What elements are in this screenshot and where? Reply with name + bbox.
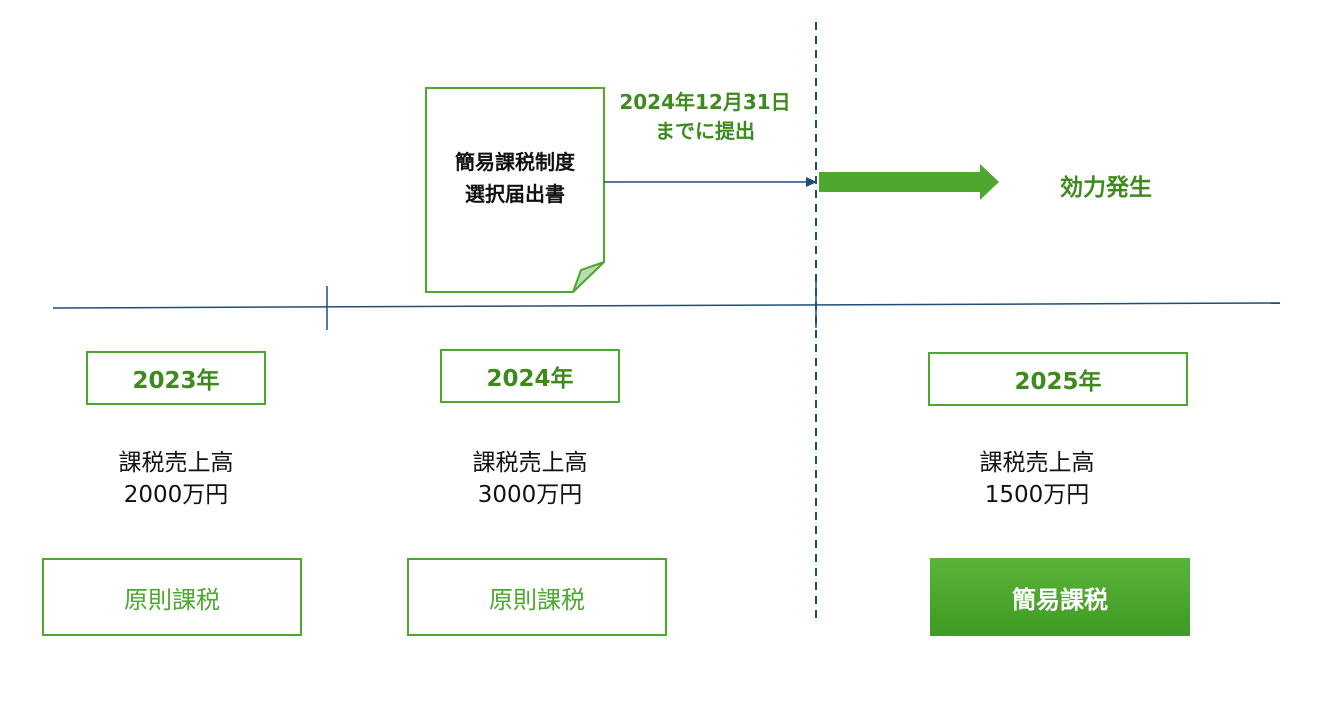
sales-value: 1500万円 xyxy=(984,482,1090,508)
sales-label: 課税売上高 xyxy=(979,450,1095,476)
effect-label: 効力発生 xyxy=(1060,175,1152,201)
sales-value: 2000万円 xyxy=(123,482,229,508)
year-box-2023: 2023年 xyxy=(86,351,266,405)
sales-2023: 課税売上高 2000万円 xyxy=(86,447,266,511)
deadline-note: までに提出 xyxy=(655,119,755,143)
method-box-2025: 簡易課税 xyxy=(930,558,1190,636)
sales-2025: 課税売上高 1500万円 xyxy=(946,447,1128,511)
deadline-date: 2024年12月31日 xyxy=(619,90,791,114)
sales-value: 3000万円 xyxy=(477,482,583,508)
sales-label: 課税売上高 xyxy=(118,450,234,476)
year-box-2025: 2025年 xyxy=(928,352,1188,406)
sales-2024: 課税売上高 3000万円 xyxy=(437,447,623,511)
submit-arrowhead xyxy=(806,177,817,187)
document-title: 簡易課税制度 選択届出書 xyxy=(427,146,603,210)
timeline-axis xyxy=(52,302,1281,309)
document-title-line2: 選択届出書 xyxy=(465,182,565,206)
year-box-2024: 2024年 xyxy=(440,349,620,403)
deadline-label: 2024年12月31日 までに提出 xyxy=(605,88,805,146)
method-box-2024: 原則課税 xyxy=(407,558,667,636)
sales-label: 課税売上高 xyxy=(472,450,588,476)
effect-arrow xyxy=(819,164,999,200)
method-box-2023: 原則課税 xyxy=(42,558,302,636)
document-fold xyxy=(572,261,605,293)
document-title-line1: 簡易課税制度 xyxy=(455,150,575,174)
